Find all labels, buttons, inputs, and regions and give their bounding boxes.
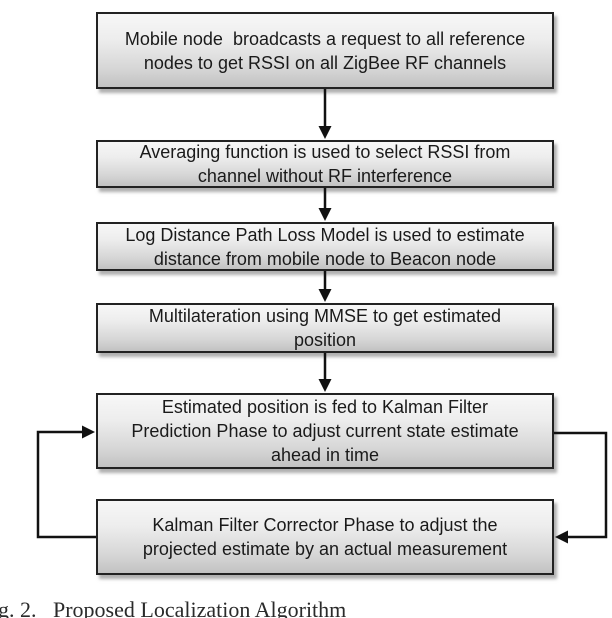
figure-caption: g. 2. Proposed Localization Algorithm: [0, 597, 347, 618]
flow-node-multilateration-mmse: Multilateration using MMSE to get estima…: [96, 303, 554, 353]
arrow-averaging-to-pathloss: [318, 188, 332, 221]
flow-node-kalman-corrector-phase: Kalman Filter Corrector Phase to adjust …: [96, 499, 554, 575]
flow-node-kalman-prediction-phase: Estimated position is fed to Kalman Filt…: [96, 393, 554, 469]
arrow-pathloss-to-multilateration: [318, 271, 332, 302]
flow-node-log-distance-path-loss: Log Distance Path Loss Model is used to …: [96, 222, 554, 271]
loop-corrector-to-prediction-left: [36, 425, 96, 539]
flow-node-averaging-function: Averaging function is used to select RSS…: [96, 140, 554, 188]
arrow-multilateration-to-prediction: [318, 353, 332, 392]
arrow-broadcast-to-averaging: [318, 89, 332, 139]
flow-node-broadcast-request: Mobile node broadcasts a request to all …: [96, 12, 554, 89]
loop-prediction-to-corrector-right: [554, 431, 608, 544]
